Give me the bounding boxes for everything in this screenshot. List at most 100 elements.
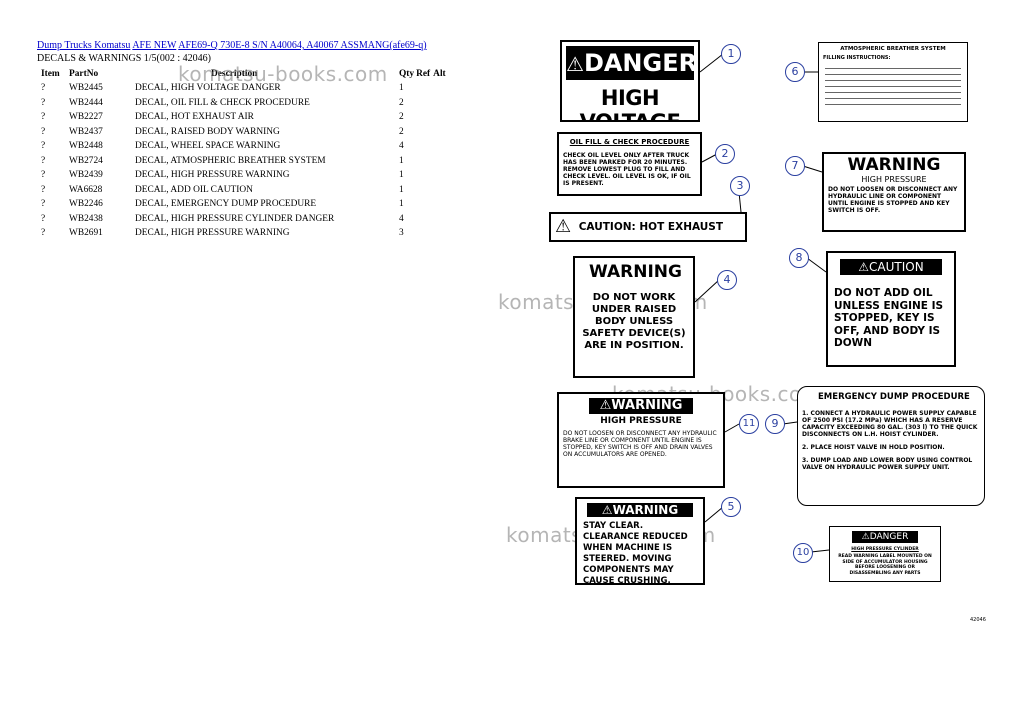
page-subtitle: DECALS & WARNINGS 1/5(002 : 42046) (37, 53, 211, 64)
row-description: DECAL, RAISED BODY WARNING (135, 126, 280, 137)
warning-triangle-icon: ⚠ (601, 503, 613, 517)
row-qty: 1 (399, 83, 404, 94)
decal-cylinder-danger: ⚠DANGER HIGH PRESSURE CYLINDER READ WARN… (829, 526, 941, 582)
callout-1: 1 (721, 44, 741, 64)
decal-body: CHECK OIL LEVEL ONLY AFTER TRUCK HAS BEE… (563, 152, 691, 187)
row-item: ? (41, 170, 46, 181)
breadcrumb-link-model[interactable]: AFE69-Q 730E-8 S/N A40064, A40067 ASSMAN… (178, 40, 427, 51)
callout-5: 5 (721, 497, 741, 517)
row-partno: WB2439 (69, 170, 103, 181)
decal-title: WARNING (589, 262, 682, 282)
decal-step: 2. PLACE HOIST VALVE IN HOLD POSITION. (802, 444, 945, 451)
row-item: ? (41, 126, 46, 137)
callout-11: 11 (739, 414, 759, 434)
breadcrumb-link-afe-new[interactable]: AFE NEW (132, 40, 177, 51)
decal-body: DO NOT LOOSEN OR DISCONNECT ANY HYDRAULI… (828, 186, 958, 214)
decal-title: EMERGENCY DUMP PROCEDURE (818, 392, 970, 402)
figure-id: 42046 (970, 617, 986, 623)
decal-body: DO NOT WORK UNDER RAISED BODY UNLESS SAF… (582, 292, 686, 351)
row-description: DECAL, HIGH PRESSURE WARNING (135, 170, 290, 181)
row-description: DECAL, HIGH PRESSURE WARNING (135, 228, 290, 239)
row-item: ? (41, 112, 46, 123)
breadcrumb: Dump Trucks Komatsu AFE NEW AFE69-Q 730E… (37, 40, 427, 51)
decal-step: 3. DUMP LOAD AND LOWER BODY USING CONTRO… (802, 457, 973, 471)
row-qty: 1 (399, 184, 404, 195)
breadcrumb-link-category[interactable]: Dump Trucks Komatsu (37, 40, 131, 51)
row-partno: WB2691 (69, 228, 103, 239)
decal-subtitle: HIGH PRESSURE (861, 175, 927, 184)
table-row: ? WB2724 DECAL, ATMOSPHERIC BREATHER SYSTE… (37, 154, 448, 169)
watermark: komatsu-books.com (178, 62, 388, 86)
table-row: ? WB2691 DECAL, HIGH PRESSURE WARNING 3 (37, 226, 448, 241)
decal-title: ATMOSPHERIC BREATHER SYSTEM (840, 46, 946, 52)
table-row: ? WB2439 DECAL, HIGH PRESSURE WARNING 1 (37, 168, 448, 183)
row-item: ? (41, 97, 46, 108)
decal-title: WARNING (612, 503, 679, 517)
decal-title: WARNING (611, 398, 683, 413)
table-row: ? WB2444 DECAL, OIL FILL & CHECK PROCEDURE… (37, 96, 448, 111)
row-partno: WB2448 (69, 141, 103, 152)
decal-title: DANGER (583, 49, 698, 77)
row-item: ? (41, 141, 46, 152)
row-partno: WB2444 (69, 97, 103, 108)
row-qty: 2 (399, 126, 404, 137)
row-description: DECAL, ATMOSPHERIC BREATHER SYSTEM (135, 155, 326, 166)
callout-9: 9 (765, 414, 785, 434)
decal-breather-system: ATMOSPHERIC BREATHER SYSTEM FILLING INST… (818, 42, 968, 122)
decal-step: 1. CONNECT A HYDRAULIC POWER SUPPLY CAPA… (802, 410, 978, 438)
col-description-label: Description (211, 69, 258, 79)
callout-3: 3 (730, 176, 750, 196)
row-description: DECAL, ADD OIL CAUTION (135, 184, 253, 195)
decal-subtitle: HIGH PRESSURE CYLINDER (851, 547, 919, 552)
col-qty: Qty (399, 69, 415, 79)
row-partno: WB2246 (69, 199, 103, 210)
callout-4: 4 (717, 270, 737, 290)
warning-triangle-icon: ⚠ (861, 532, 870, 542)
callout-8: 8 (789, 248, 809, 268)
table-row: ? WB2437 DECAL, RAISED BODY WARNING 2 (37, 125, 448, 140)
row-qty: 3 (399, 228, 404, 239)
decal-subtitle: HIGH PRESSURE (600, 416, 682, 426)
row-description: DECAL, HIGH VOLTAGE DANGER (135, 83, 281, 94)
decal-title: OIL FILL & CHECK PROCEDURE (569, 138, 690, 146)
row-qty: 4 (399, 141, 404, 152)
warning-triangle-icon: ⚠ (858, 260, 870, 274)
decal-warning-banner: ⚠WARNING (589, 398, 693, 414)
row-description: DECAL, OIL FILL & CHECK PROCEDURE (135, 97, 310, 108)
row-item: ? (41, 199, 46, 210)
row-partno: WA6628 (69, 184, 103, 195)
row-item: ? (41, 155, 46, 166)
row-description: DECAL, EMERGENCY DUMP PROCEDURE (135, 199, 317, 210)
row-item: ? (41, 228, 46, 239)
decal-title: DANGER (869, 532, 909, 542)
row-item: ? (41, 184, 46, 195)
row-partno: WB2445 (69, 83, 103, 94)
decal-oil-fill: OIL FILL & CHECK PROCEDURE CHECK OIL LEV… (557, 132, 702, 196)
decal-wheel-space: ⚠WARNING STAY CLEAR. CLEARANCE REDUCED W… (575, 497, 705, 585)
decal-danger-banner: ⚠DANGER (852, 531, 918, 543)
decal-hot-exhaust: ⚠ CAUTION: HOT EXHAUST AIR! (549, 212, 747, 242)
col-alt: Alt (433, 69, 446, 79)
row-qty: 1 (399, 199, 404, 210)
decal-body: DO NOT ADD OIL UNLESS ENGINE IS STOPPED,… (834, 287, 944, 349)
row-item: ? (41, 213, 46, 224)
col-item: Item (41, 69, 60, 79)
row-qty: 4 (399, 213, 404, 224)
row-partno: WB2227 (69, 112, 103, 123)
decal-high-pressure-brake: ⚠WARNING HIGH PRESSURE DO NOT LOOSEN OR … (557, 392, 725, 488)
decal-warning-banner: ⚠WARNING (587, 503, 693, 517)
callout-10: 10 (793, 543, 813, 563)
row-partno: WB2437 (69, 126, 103, 137)
row-qty: 1 (399, 170, 404, 181)
decal-body: READ WARNING LABEL MOUNTED ON SIDE OF AC… (838, 554, 932, 576)
decal-body: HIGH VOLTAGE (579, 86, 681, 122)
callout-2: 2 (715, 144, 735, 164)
warning-triangle-icon: ⚠ (599, 398, 612, 413)
col-ref: Ref (416, 69, 431, 79)
row-partno: WB2724 (69, 155, 103, 166)
row-qty: 2 (399, 112, 404, 123)
row-item: ? (41, 83, 46, 94)
decal-diagram: ⚠DANGER HIGH VOLTAGE OIL FILL & CHECK PR… (545, 32, 995, 632)
